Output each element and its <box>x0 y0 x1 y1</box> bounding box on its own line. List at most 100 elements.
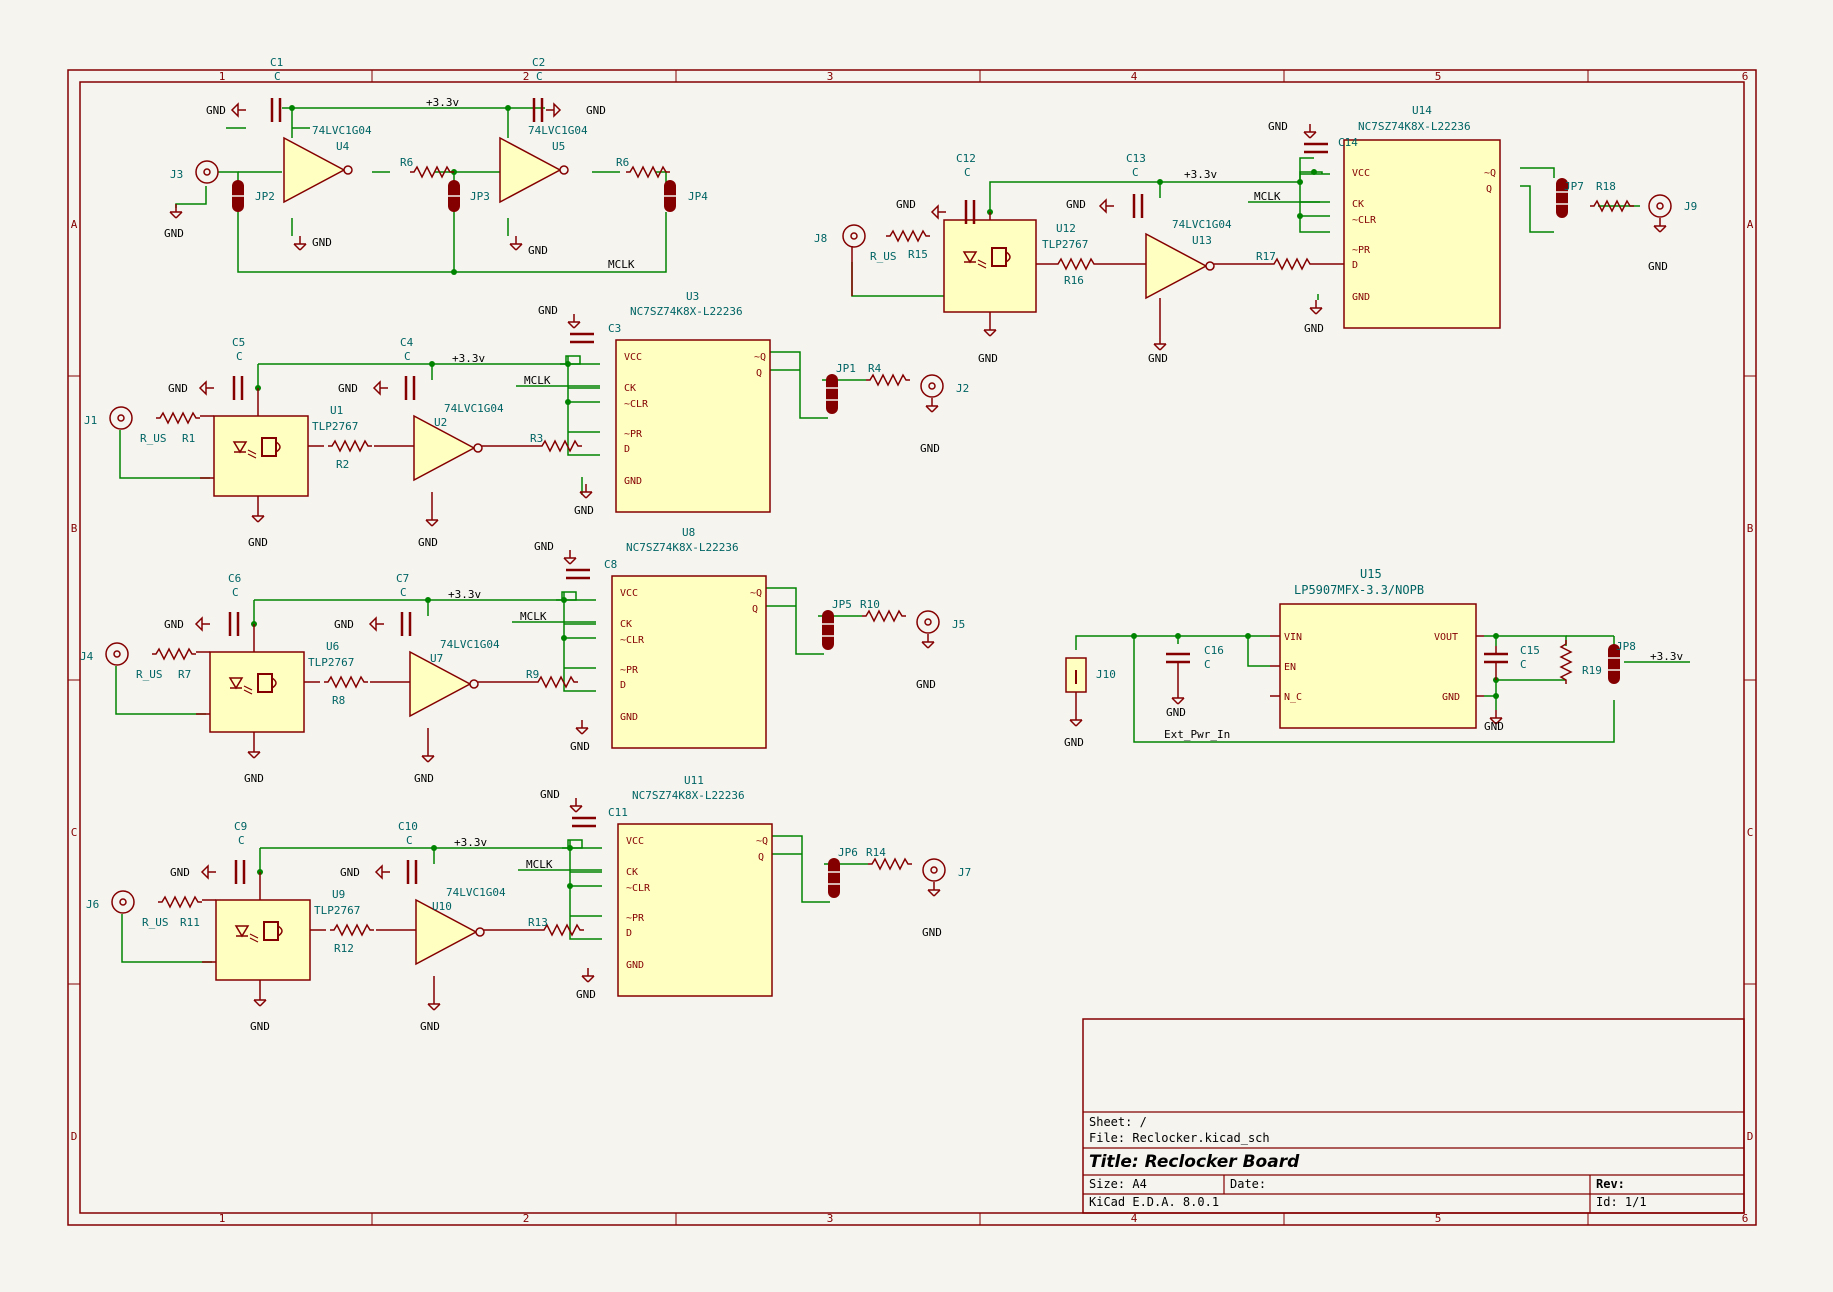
resistor-r2 <box>327 440 373 452</box>
tb-size: Size: A4 <box>1089 1177 1147 1191</box>
val-c10: C <box>406 834 413 847</box>
pin-ck: CK <box>1352 199 1364 210</box>
ref-jp4: JP4 <box>688 190 708 203</box>
gnd-symbol <box>575 719 589 735</box>
gnd-symbol <box>569 797 583 813</box>
ref-u1: U1 <box>330 404 343 417</box>
ref-jp6: JP6 <box>838 846 858 859</box>
gnd-symbol <box>1069 711 1083 727</box>
pin-pr: ~PR <box>620 665 639 676</box>
bnc-connector-j9 <box>1648 194 1672 218</box>
val-u9: TLP2767 <box>314 904 360 917</box>
pin-qb: ~Q <box>754 352 766 363</box>
ref-j4: J4 <box>80 650 94 663</box>
ref-r6b: R6 <box>616 156 629 169</box>
capacitor-c14 <box>1302 142 1330 154</box>
pin-clr: ~CLR <box>1352 215 1377 226</box>
val-u6: TLP2767 <box>308 656 354 669</box>
col-label: 3 <box>827 70 834 83</box>
gnd-symbol <box>169 203 183 219</box>
net-gnd: GND <box>978 352 998 365</box>
inverter-u2 <box>413 415 483 481</box>
ref-r12: R12 <box>334 942 354 955</box>
gnd-symbol <box>369 617 385 631</box>
gnd-symbol <box>251 507 265 523</box>
resistor-r14 <box>867 858 913 870</box>
ref-c12: C12 <box>956 152 976 165</box>
net-v33: +3.3v <box>448 588 481 601</box>
val-u10: 74LVC1G04 <box>446 886 506 899</box>
ref-jp8: JP8 <box>1616 640 1636 653</box>
ref-r4: R4 <box>868 362 882 375</box>
col-label: 1 <box>219 70 226 83</box>
net-gnd: GND <box>1066 198 1086 211</box>
jumper-jp6 <box>826 857 842 899</box>
capacitor-c13 <box>1132 192 1144 220</box>
bnc-connector-j7 <box>922 858 946 882</box>
val-c12: C <box>964 166 971 179</box>
gnd-symbol <box>1653 217 1667 233</box>
resistor-r15 <box>885 230 931 242</box>
tb-tool: KiCad E.D.A. 8.0.1 <box>1089 1195 1219 1209</box>
ref-u15: U15 <box>1360 567 1382 581</box>
net-gnd: GND <box>420 1020 440 1033</box>
ref-j8: J8 <box>814 232 827 245</box>
net-gnd: GND <box>334 618 354 631</box>
net-gnd: GND <box>1064 736 1084 749</box>
net-gnd: GND <box>248 536 268 549</box>
net-gnd: GND <box>206 104 226 117</box>
net-gnd: GND <box>922 926 942 939</box>
ref-c7: C7 <box>396 572 409 585</box>
bnc-connector-j2 <box>920 374 944 398</box>
ref-r11: R11 <box>180 916 200 929</box>
net-gnd: GND <box>528 244 548 257</box>
net-gnd: GND <box>340 866 360 879</box>
jumper-jp1 <box>824 373 840 415</box>
val-u11: NC7SZ74K8X-L22236 <box>632 789 745 802</box>
row-label: B <box>1747 522 1754 535</box>
val-c2: C <box>536 70 543 83</box>
ref-c8: C8 <box>604 558 617 571</box>
ref-j3: J3 <box>170 168 183 181</box>
pin-pr: ~PR <box>1352 245 1371 256</box>
sheet-frame <box>67 69 1757 1226</box>
val-u1: TLP2767 <box>312 420 358 433</box>
net-v33: +3.3v <box>1184 168 1217 181</box>
resistor-r16 <box>1053 258 1099 270</box>
tb-rev: Rev: <box>1596 1177 1625 1191</box>
optocoupler-u12 <box>943 219 1037 313</box>
block-channel-2: VCC CK ~CLR ~PR D GND ~Q Q C6 C C7 C C8 … <box>80 526 965 785</box>
net-gnd: GND <box>1166 706 1186 719</box>
tb-file: File: Reclocker.kicad_sch <box>1089 1131 1270 1145</box>
gnd-symbol <box>921 633 935 649</box>
val-u14: NC7SZ74K8X-L22236 <box>1358 120 1471 133</box>
gnd-symbol <box>925 397 939 413</box>
net-gnd: GND <box>920 442 940 455</box>
val-u3: NC7SZ74K8X-L22236 <box>630 305 743 318</box>
net-ext-pwr: Ext_Pwr_In <box>1164 728 1230 741</box>
val-c5: C <box>236 350 243 363</box>
resistor-r9 <box>533 676 579 688</box>
capacitor-c9 <box>234 858 246 886</box>
tb-sheet: Sheet: / <box>1089 1115 1147 1129</box>
gnd-symbol <box>563 549 577 565</box>
resistor-r12 <box>329 924 375 936</box>
pin-q: Q <box>756 368 762 379</box>
ref-j6: J6 <box>86 898 99 911</box>
capacitor-c6 <box>228 610 240 638</box>
pin-q: Q <box>758 852 764 863</box>
ref-c6: C6 <box>228 572 241 585</box>
capacitor-c5 <box>232 374 244 402</box>
ref-j7: J7 <box>958 866 971 879</box>
ref-c16: C16 <box>1204 644 1224 657</box>
ref-jp2: JP2 <box>255 190 275 203</box>
pin-gnd: GND <box>1442 692 1460 703</box>
ref-c15: C15 <box>1520 644 1540 657</box>
jumper-jp5 <box>820 609 836 651</box>
net-gnd: GND <box>312 236 332 249</box>
ref-r6: R6 <box>400 156 413 169</box>
net-gnd: GND <box>570 740 590 753</box>
flipflop-u14 <box>1343 139 1501 329</box>
inverter-u7 <box>409 651 479 717</box>
